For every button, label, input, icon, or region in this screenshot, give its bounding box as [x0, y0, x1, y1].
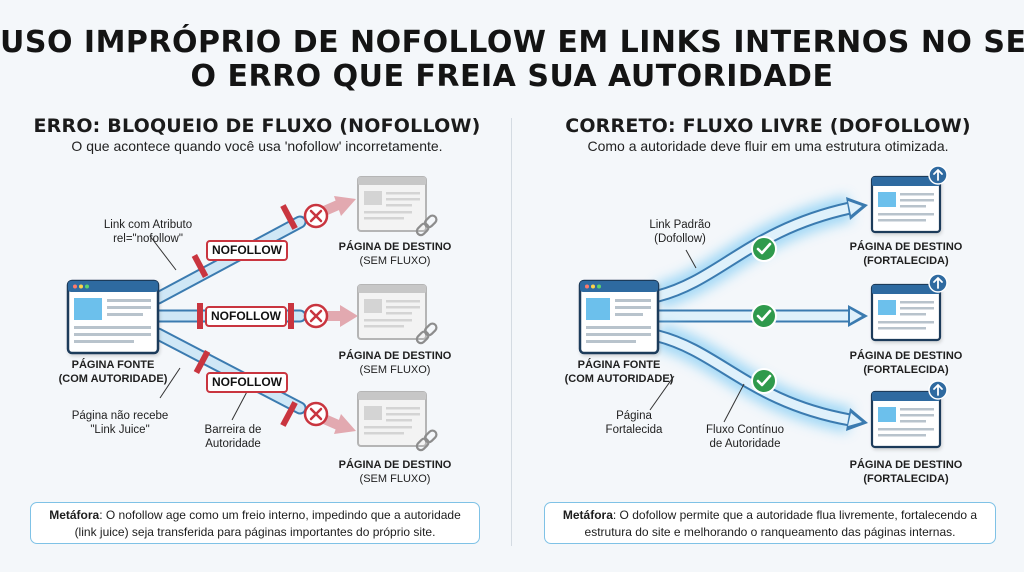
- left-dest-label: PÁGINA DE DESTINO (SEM FLUXO): [338, 241, 452, 267]
- upload-arrow-icon: [928, 273, 948, 293]
- title-line-2: O ERRO QUE FREIA SUA AUTORIDADE: [190, 59, 834, 94]
- webpage-icon: [357, 391, 427, 447]
- left-metaphor-note: Metáfora: O nofollow age como um freio i…: [30, 502, 480, 544]
- right-dest-label: PÁGINA DE DESTINO (FORTALECIDA): [849, 459, 963, 485]
- left-heading: ERRO: BLOQUEIO DE FLUXO (NOFOLLOW): [33, 115, 481, 137]
- right-subtitle: Como a autoridade deve fluir em uma estr…: [587, 138, 949, 154]
- right-dest-label: PÁGINA DE DESTINO (FORTALECIDA): [849, 350, 963, 376]
- pointer-line: [149, 235, 177, 271]
- nofollow-badge: NOFOLLOW: [206, 372, 288, 393]
- upload-arrow-icon: [928, 165, 948, 185]
- pointer-line: [159, 367, 181, 399]
- webpage-icon: [357, 284, 427, 340]
- nofollow-badge: NOFOLLOW: [205, 306, 287, 327]
- left-source-label: PÁGINA FONTE (COM AUTORIDADE): [58, 359, 168, 385]
- webpage-icon: [66, 279, 160, 355]
- broken-link-icon: [415, 429, 438, 452]
- right-metaphor-note: Metáfora: O dofollow permite que a autor…: [544, 502, 996, 544]
- title-line-1: USO IMPRÓPRIO DE NOFOLLOW EM LINKS INTER…: [0, 25, 1024, 60]
- check-icon: [751, 368, 777, 394]
- blocked-flow-bottom: [151, 327, 356, 434]
- blocked-x-icon: [303, 203, 329, 229]
- barrier-bar: [288, 303, 294, 329]
- broken-link-icon: [415, 214, 438, 237]
- right-heading: CORRETO: FLUXO LIVRE (DOFOLLOW): [565, 115, 971, 137]
- left-subtitle: O que acontece quando você usa 'nofollow…: [71, 138, 443, 154]
- nofollow-badge: NOFOLLOW: [206, 240, 288, 261]
- webpage-icon: [357, 176, 427, 232]
- barrier-label: Barreira de Autoridade: [204, 424, 262, 450]
- pointer-line: [685, 249, 697, 269]
- webpage-icon: [870, 175, 942, 234]
- nofollow-link-label: Link com Atributo rel="nofollow": [103, 219, 193, 245]
- webpage-icon: [870, 390, 942, 449]
- section-divider: [511, 118, 512, 546]
- left-dest-label: PÁGINA DE DESTINO (SEM FLUXO): [338, 459, 452, 485]
- upload-arrow-icon: [928, 380, 948, 400]
- blocked-x-icon: [303, 303, 329, 329]
- blocked-x-icon: [303, 401, 329, 427]
- page-title: USO IMPRÓPRIO DE NOFOLLOW EM LINKS INTER…: [0, 26, 1024, 94]
- webpage-icon: [578, 279, 660, 355]
- barrier-bar: [191, 253, 209, 279]
- barrier-bar: [280, 401, 298, 427]
- pointer-line: [649, 375, 675, 411]
- no-juice-label: Página não recebe "Link Juice": [71, 410, 169, 436]
- barrier-bar: [280, 204, 298, 230]
- check-icon: [751, 236, 777, 262]
- continuous-flow-label: Fluxo Contínuo de Autoridade: [706, 424, 784, 450]
- barrier-bar: [197, 303, 203, 329]
- free-flow-top: [651, 195, 868, 309]
- pointer-line: [723, 383, 745, 423]
- dofollow-link-label: Link Padrão (Dofollow): [649, 219, 711, 245]
- broken-link-icon: [415, 322, 438, 345]
- right-source-label: PÁGINA FONTE (COM AUTORIDADE): [564, 359, 674, 385]
- left-dest-label: PÁGINA DE DESTINO (SEM FLUXO): [338, 350, 452, 376]
- check-icon: [751, 303, 777, 329]
- barrier-bar: [193, 349, 211, 375]
- webpage-icon: [870, 283, 942, 342]
- free-flow-bottom: [651, 323, 868, 433]
- strengthened-label: Página Fortalecida: [605, 410, 663, 436]
- right-dest-label: PÁGINA DE DESTINO (FORTALECIDA): [849, 241, 963, 267]
